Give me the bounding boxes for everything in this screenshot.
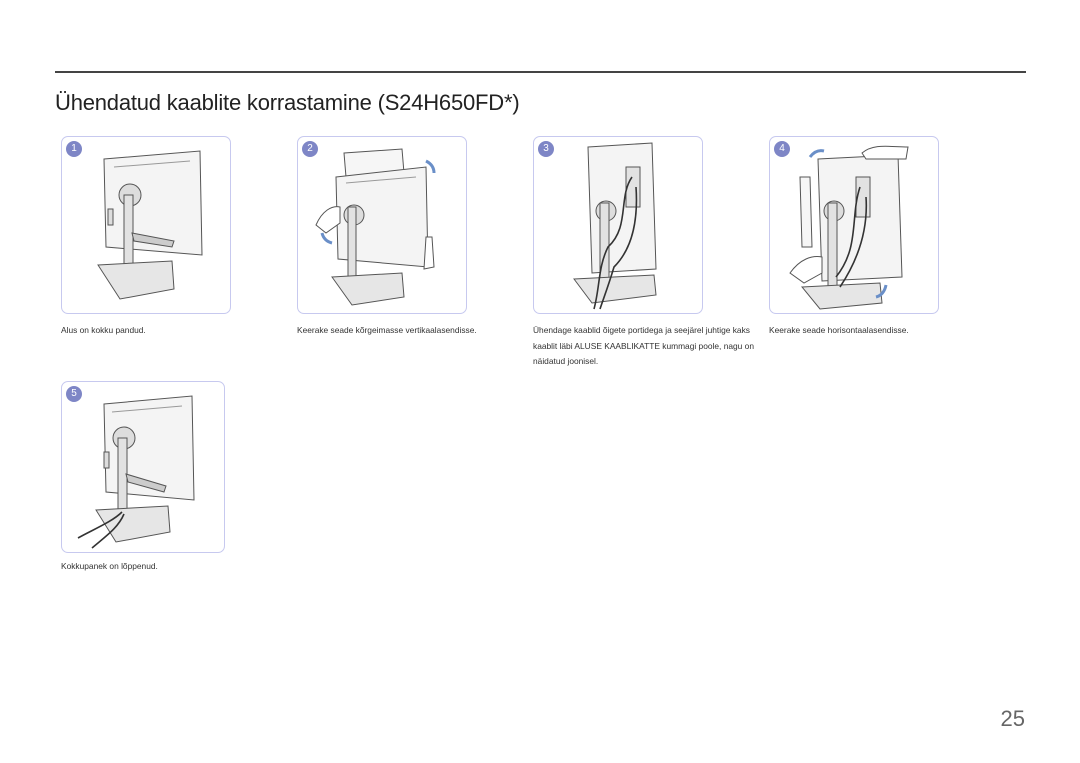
step-3-illustration: 3 bbox=[533, 136, 703, 314]
step-1-illustration: 1 bbox=[61, 136, 231, 314]
step-4-badge: 4 bbox=[774, 141, 790, 157]
step-5-illustration: 5 bbox=[61, 381, 225, 553]
rotate-monitor-horizontal-icon bbox=[789, 145, 909, 310]
page-number: 25 bbox=[1000, 706, 1025, 731]
rotate-monitor-vertical-icon bbox=[315, 148, 436, 306]
step-4-illustration: 4 bbox=[769, 136, 939, 314]
step-1-caption: Alus on kokku pandud. bbox=[61, 325, 146, 335]
step-3-badge: 3 bbox=[538, 141, 554, 157]
page-title: Ühendatud kaablite korrastamine (S24H650… bbox=[55, 90, 520, 115]
step-3-caption: Ühendage kaablid õigete portidega ja see… bbox=[533, 325, 754, 366]
step-2-illustration: 2 bbox=[297, 136, 467, 314]
assembled-monitor-icon bbox=[77, 395, 195, 549]
step-5-badge: 5 bbox=[66, 386, 82, 402]
step-2-caption: Keerake seade kõrgeimasse vertikaalasend… bbox=[297, 325, 477, 335]
step-4-caption: Keerake seade horisontaalasendisse. bbox=[769, 325, 909, 335]
top-rule bbox=[55, 71, 1026, 73]
step-5-caption: Kokkupanek on lõppenud. bbox=[61, 561, 158, 571]
step-1-badge: 1 bbox=[66, 141, 82, 157]
step-2-badge: 2 bbox=[302, 141, 318, 157]
vertical-monitor-cable-routing-icon bbox=[573, 142, 657, 310]
monitor-back-with-stand-icon bbox=[97, 150, 203, 300]
